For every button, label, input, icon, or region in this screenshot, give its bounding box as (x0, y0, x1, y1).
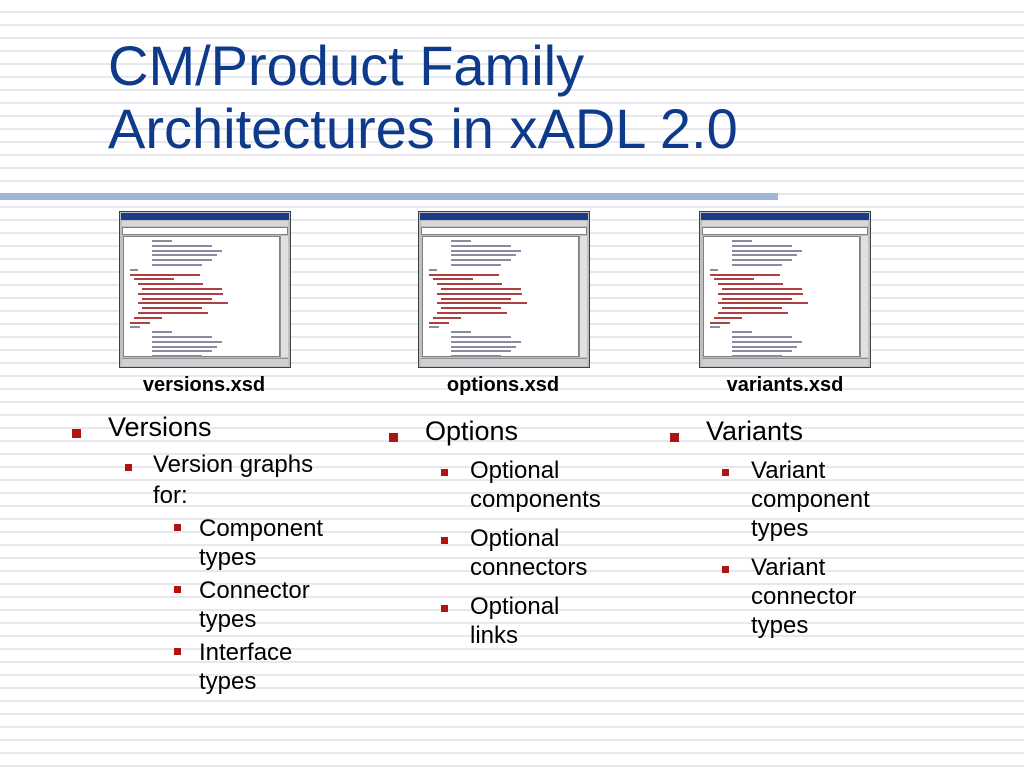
slide-title: CM/Product Family Architectures in xADL … (108, 34, 988, 160)
variant-component-line-3: types (751, 515, 809, 542)
title-line-1: CM/Product Family (108, 34, 585, 97)
optional-connectors-item: Optional connectors (470, 524, 601, 582)
bullet-square-icon (389, 433, 398, 442)
bullet-square-icon (722, 469, 729, 476)
bullet-square-icon (441, 605, 448, 612)
optional-components-item: Optional components (470, 456, 601, 514)
bullet-square-icon (125, 464, 132, 471)
bullet-square-icon (441, 537, 448, 544)
version-graphs-line-2: for: (153, 482, 188, 509)
variant-connector-line-3: types (751, 612, 809, 639)
interface-types-line-2: types (199, 668, 257, 695)
variant-connector-line-1: Variant (751, 554, 826, 581)
variant-connector-line-2: connector (751, 583, 857, 610)
variant-component-types-item: Variant component types (751, 456, 870, 543)
title-line-2: Architectures in xADL 2.0 (108, 97, 738, 160)
optional-links-item: Optional links (470, 592, 601, 650)
connector-types-item: Connector types (199, 576, 359, 634)
version-graphs-line-1: Version graphs (153, 451, 314, 478)
component-types-line-2: types (199, 544, 257, 571)
connector-types-line-2: types (199, 606, 257, 633)
interface-types-line-1: Interface (199, 639, 293, 666)
bullet-square-icon (174, 648, 181, 655)
variant-connector-types-item: Variant connector types (751, 553, 870, 640)
variants-xsd-screenshot (699, 211, 871, 368)
interface-types-item: Interface types (199, 638, 359, 696)
variants-heading: Variants (706, 416, 804, 446)
bullet-square-icon (441, 469, 448, 476)
component-types-line-1: Component (199, 515, 324, 542)
caption-variants-xsd: variants.xsd (726, 374, 844, 396)
options-list: Options Optional components Optional con… (389, 416, 601, 650)
optional-connectors-line-1: Optional (470, 525, 560, 552)
optional-links-line-1: Optional (470, 593, 560, 620)
connector-types-line-1: Connector (199, 577, 310, 604)
versions-list: Versions Version graphs for: Component t… (72, 412, 323, 696)
caption-versions-xsd: versions.xsd (142, 374, 266, 396)
bullet-square-icon (174, 586, 181, 593)
bullet-square-icon (174, 524, 181, 531)
variants-list: Variants Variant component types Variant… (670, 416, 870, 640)
bullet-square-icon (72, 429, 81, 438)
options-xsd-screenshot (418, 211, 590, 368)
versions-xsd-screenshot (119, 211, 291, 368)
bullet-square-icon (722, 566, 729, 573)
caption-options-xsd: options.xsd (446, 374, 560, 396)
options-heading: Options (425, 416, 519, 446)
optional-links-line-2: links (470, 622, 519, 649)
optional-components-line-1: Optional (470, 457, 560, 484)
version-graphs-item: Version graphs for: (153, 449, 313, 511)
optional-connectors-line-2: connectors (470, 554, 588, 581)
versions-heading: Versions (108, 412, 212, 442)
title-divider (0, 193, 778, 200)
bullet-square-icon (670, 433, 679, 442)
component-types-item: Component types (199, 514, 359, 572)
optional-components-line-2: components (470, 486, 601, 513)
variant-component-line-1: Variant (751, 457, 826, 484)
variant-component-line-2: component (751, 486, 870, 513)
